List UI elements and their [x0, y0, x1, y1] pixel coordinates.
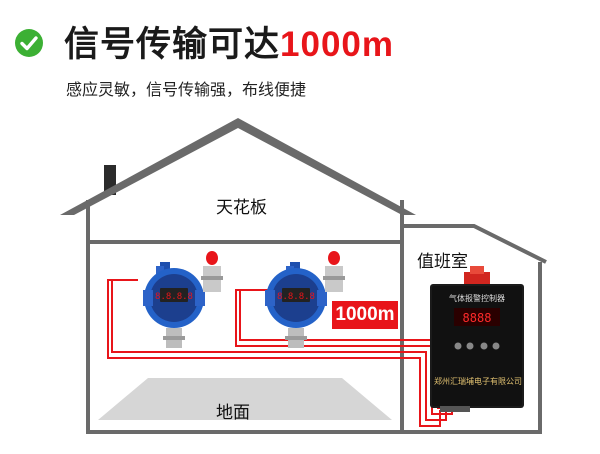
signal-wires — [107, 279, 458, 427]
title-distance: 1000m — [280, 25, 394, 64]
check-circle-icon — [15, 29, 43, 57]
floor-label: 地面 — [216, 403, 250, 423]
controller-display: 8888 — [463, 311, 492, 325]
ground-line — [86, 430, 542, 434]
ceiling-label: 天花板 — [216, 198, 267, 218]
title-main: 信号传输可达 — [64, 25, 281, 65]
side-roof — [404, 224, 547, 264]
controller-name: 气体报警控制器 — [449, 293, 505, 303]
gas-detector-2: 8.8.8.8 — [265, 251, 345, 348]
alarm-controller: 气体报警控制器 8888 郑州汇瑞埔电子有限公司 — [430, 266, 524, 412]
ceiling-line — [86, 240, 404, 244]
detector-2-display: 8.8.8.8 — [277, 292, 315, 302]
controller-maker: 郑州汇瑞埔电子有限公司 — [434, 376, 522, 386]
page-title: 信号传输可达1000m — [64, 16, 394, 67]
page-subtitle: 感应灵敏，信号传输强，布线便捷 — [66, 80, 307, 99]
duty-room-label: 值班室 — [417, 252, 468, 272]
distance-badge: 1000m — [332, 301, 398, 329]
gas-detector-1: 8.8.8.8 — [143, 251, 223, 348]
floor-area — [98, 378, 392, 420]
detector-1-display: 8.8.8.8 — [155, 292, 193, 302]
